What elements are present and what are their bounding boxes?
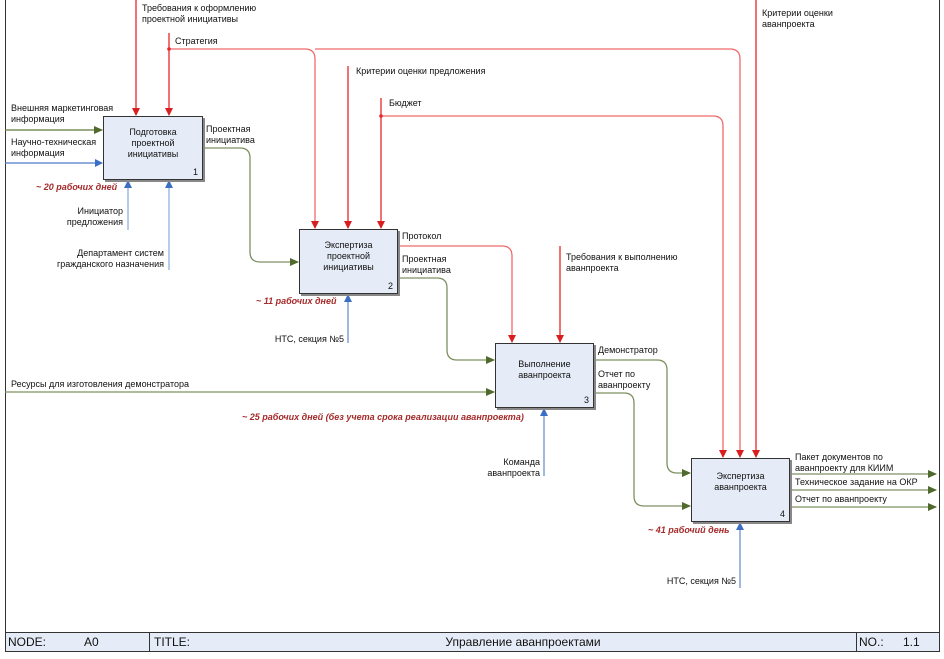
arrow-initiative-1 bbox=[203, 147, 299, 266]
arrow-report-3 bbox=[594, 392, 691, 510]
label-initiator: Инициатор предложения bbox=[66, 206, 123, 227]
label-nts-1: НТС, секция №5 bbox=[274, 334, 344, 344]
junction-strategy bbox=[167, 47, 171, 51]
footer-no-cell: NO.: 1.1 bbox=[857, 633, 939, 651]
label-demonstrator: Демонстратор bbox=[598, 345, 658, 355]
duration-label-1: ~ 20 рабочих дней bbox=[36, 182, 118, 192]
label-criteria-preproject: Критерии оценки аванпроекта bbox=[762, 8, 833, 29]
activity-name: Выполнение аванпроекта bbox=[518, 359, 571, 380]
footer-node-label: NODE: bbox=[8, 635, 47, 649]
footer-title-cell: TITLE: Управление аванпроектами bbox=[150, 633, 857, 651]
label-initiative-out-1: Проектная инициатива bbox=[206, 124, 255, 145]
junction-budget bbox=[379, 114, 383, 118]
activity-number: 1 bbox=[192, 167, 198, 177]
label-report-out-3: Отчет по аванпроекту bbox=[598, 369, 651, 390]
activity-box-3[interactable]: Выполнение аванпроекта 3 bbox=[495, 343, 594, 408]
activity-name: Экспертиза проектной инициативы bbox=[323, 240, 374, 272]
activity-name: Подготовка проектной инициативы bbox=[127, 127, 179, 159]
diagram-frame bbox=[5, 0, 940, 652]
arrow-strategy-box4 bbox=[315, 48, 744, 458]
activity-box-2[interactable]: Экспертиза проектной инициативы 2 bbox=[299, 229, 398, 294]
arrow-demonstrator bbox=[594, 359, 691, 477]
arrow-initiative-2 bbox=[398, 277, 495, 364]
footer-no-value: 1.1 bbox=[903, 635, 920, 649]
label-strategy: Стратегия bbox=[175, 36, 218, 46]
label-ext-marketing: Внешняя маркетинговая информация bbox=[11, 103, 114, 124]
footer-title-value: Управление аванпроектами bbox=[445, 635, 601, 649]
label-nts-2: НТС, секция №5 bbox=[666, 576, 736, 586]
activity-box-1[interactable]: Подготовка проектной инициативы 1 bbox=[103, 116, 203, 180]
label-department: Департамент систем гражданского назначен… bbox=[56, 248, 164, 269]
label-initiative-out-2: Проектная инициатива bbox=[402, 254, 451, 275]
label-doc-package: Пакет документов по аванпроекту для КИИМ bbox=[795, 452, 894, 473]
label-report-out-4: Отчет по аванпроекту bbox=[795, 494, 887, 504]
label-team: Команда аванпроекта bbox=[487, 457, 540, 478]
label-tech-task: Техническое задание на ОКР bbox=[795, 477, 918, 487]
duration-label-3: ~ 25 рабочих дней (без учета срока реали… bbox=[242, 412, 524, 422]
diagram-footer: NODE: A0 TITLE: Управление аванпроектами… bbox=[5, 632, 940, 652]
duration-label-2: ~ 11 рабочих дней bbox=[256, 296, 337, 306]
label-criteria-proposal: Критерии оценки предложения bbox=[356, 66, 486, 76]
label-sci-tech: Научно-техническая информация bbox=[11, 137, 97, 158]
duration-label-4: ~ 41 рабочий день bbox=[648, 525, 730, 535]
label-req-execution: Требования к выполнению аванпроекта bbox=[566, 252, 678, 273]
arrow-budget-box4 bbox=[381, 115, 727, 458]
label-resources: Ресурсы для изготовления демонстратора bbox=[11, 379, 190, 389]
label-req-format: Требования к оформлению проектной инициа… bbox=[142, 3, 257, 24]
footer-title-label: TITLE: bbox=[154, 635, 191, 649]
footer-node-cell: NODE: A0 bbox=[6, 633, 150, 651]
activity-box-4[interactable]: Экспертиза аванпроекта 4 bbox=[691, 458, 790, 522]
activity-number: 2 bbox=[387, 281, 393, 291]
label-protocol: Протокол bbox=[402, 231, 442, 241]
footer-no-label: NO.: bbox=[859, 635, 884, 649]
arrow-protocol bbox=[398, 245, 516, 343]
label-budget: Бюджет bbox=[389, 98, 422, 108]
footer-node-value: A0 bbox=[84, 635, 99, 649]
activity-name: Экспертиза аванпроекта bbox=[714, 471, 767, 492]
arrow-strategy-box2 bbox=[169, 48, 319, 229]
activity-number: 4 bbox=[779, 509, 785, 519]
activity-number: 3 bbox=[583, 395, 589, 405]
